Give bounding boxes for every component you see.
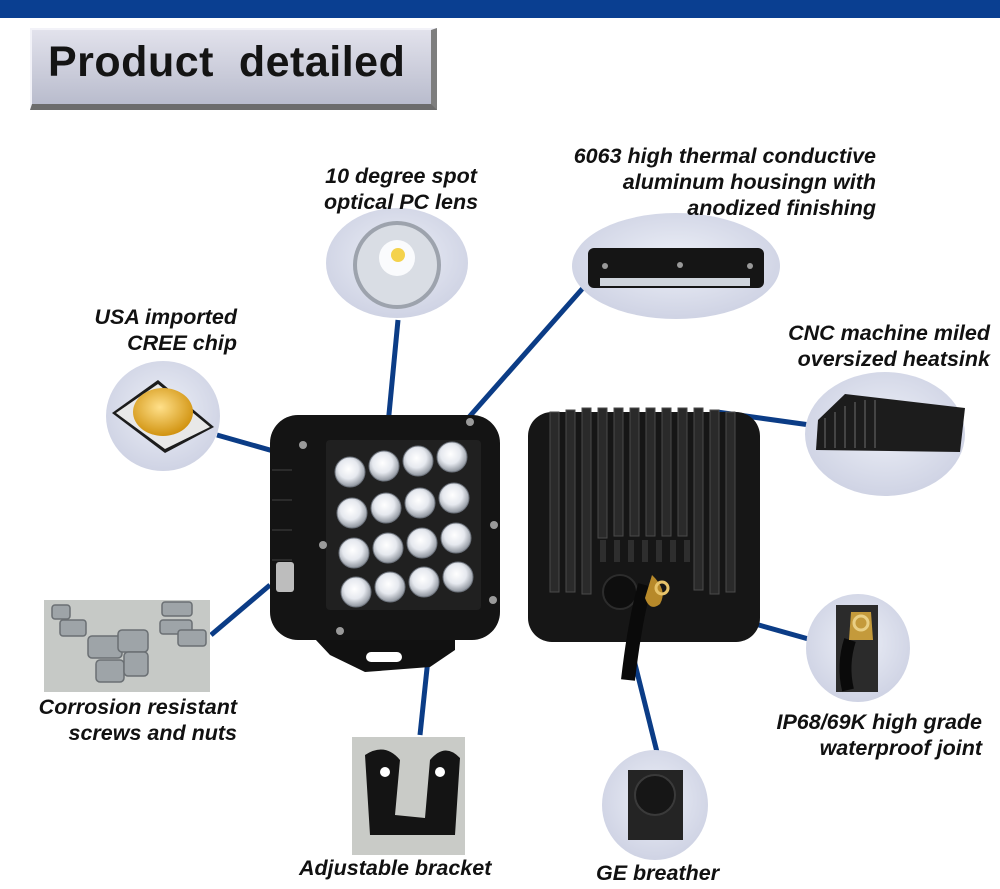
- breather-detail-bubble: [602, 750, 708, 860]
- front-lamp-image: [270, 415, 500, 672]
- page-title: Product detailed: [48, 38, 406, 86]
- rear-lamp-image: [528, 407, 760, 681]
- housing-detail-bubble: [572, 213, 780, 319]
- bracket-label: Adjustable bracket: [299, 856, 492, 880]
- joint-label: IP68/69K high grade waterproof joint: [776, 710, 982, 760]
- heatsink-label: CNC machine miled oversized heatsink: [788, 321, 990, 371]
- screws-label: Corrosion resistant screws and nuts: [38, 695, 237, 745]
- leader-line-housing: [460, 286, 585, 427]
- title-panel: Product detailed: [30, 28, 437, 110]
- lens-detail-bubble: [326, 208, 468, 318]
- leader-line-screws: [209, 583, 272, 637]
- housing-label: 6063 high thermal conductive aluminum ho…: [573, 144, 876, 220]
- chip-label: USA imported CREE chip: [94, 305, 237, 355]
- breather-label: GE breather: [596, 861, 720, 885]
- bracket-photo: [352, 737, 465, 855]
- screws-photo: [44, 600, 210, 692]
- joint-detail-bubble: [806, 594, 910, 702]
- chip-detail-bubble: [106, 361, 220, 471]
- top-banner-bar: [0, 0, 1000, 18]
- heatsink-detail-bubble: [805, 372, 965, 496]
- lens-label: 10 degree spot optical PC lens: [323, 164, 479, 214]
